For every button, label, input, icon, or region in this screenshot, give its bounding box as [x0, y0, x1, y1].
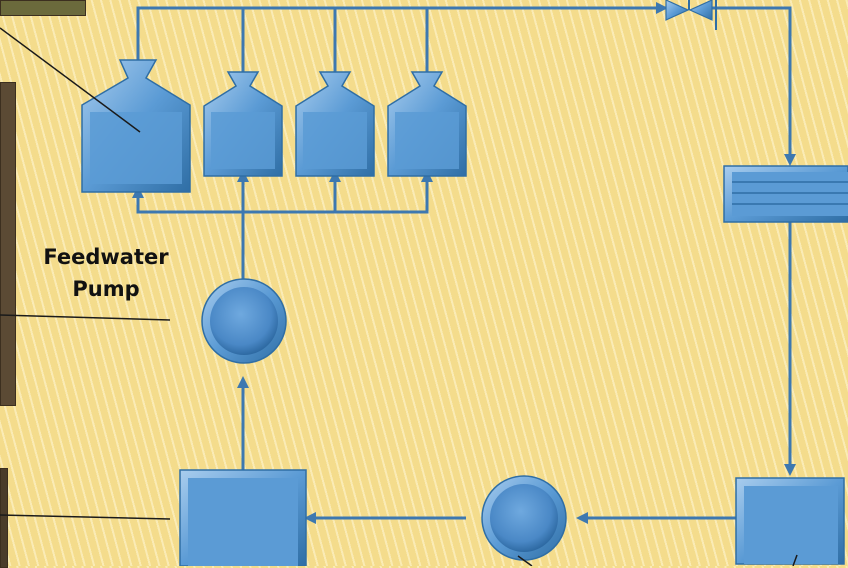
pipe-distribution-manifold [136, 200, 429, 214]
vessel-small-1 [203, 71, 283, 177]
tank-left-icon [179, 469, 307, 566]
pump-bottom-icon [481, 475, 567, 561]
feedwater-pump-label: Feedwater Pump [16, 241, 196, 305]
photo-thumbnail-top [0, 0, 86, 16]
photo-thumbnail-middle [0, 82, 16, 406]
leader-lines [0, 27, 798, 566]
heat-exchanger-icon [723, 165, 848, 223]
pipe-top-header [136, 6, 668, 60]
vessel-small-3 [387, 71, 467, 177]
feedwater-pump-label-line1: Feedwater [43, 245, 169, 269]
pipe-valve-to-hx [712, 6, 796, 166]
valve-icon [665, 0, 717, 30]
pipes [132, 2, 796, 524]
vessel-small-2 [295, 71, 375, 177]
feedwater-pump-icon [201, 278, 287, 364]
leader-line-vessel [0, 27, 141, 133]
leader-line-right-tank [792, 554, 798, 566]
leader-line-feedwater-pump [0, 314, 171, 321]
leader-line-bottom-pump [517, 555, 533, 566]
leader-line-left-tank [0, 514, 171, 520]
vessel-large [81, 59, 191, 193]
tank-right-icon [735, 477, 845, 565]
feedwater-pump-label-line2: Pump [72, 277, 140, 301]
